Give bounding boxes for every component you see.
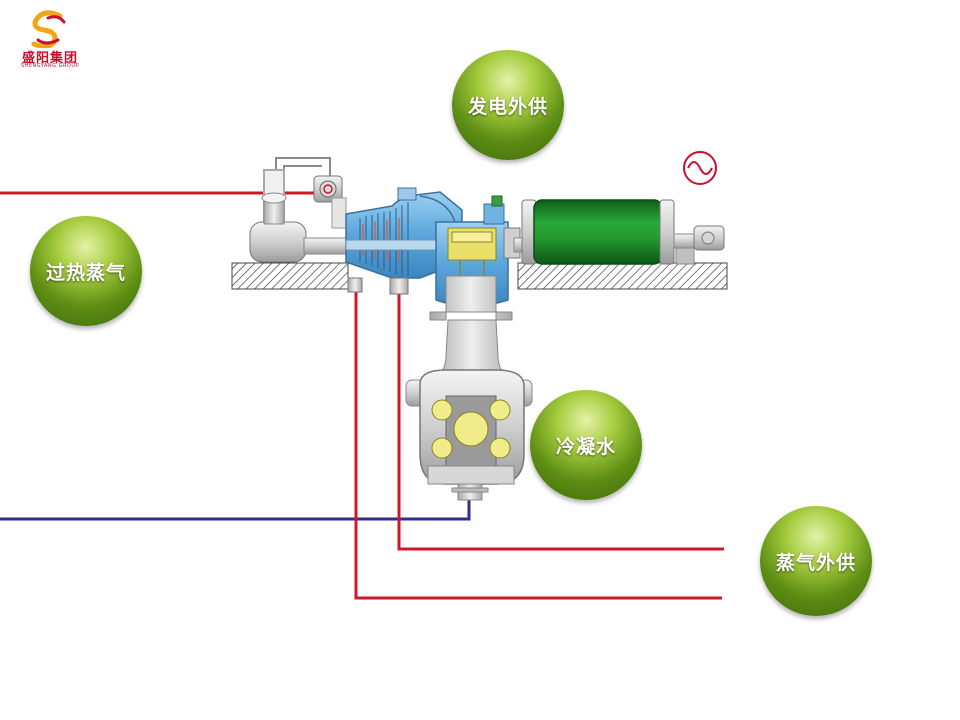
steam-export-pipe-upper xyxy=(397,293,724,551)
condensate-label: 冷凝水 xyxy=(530,390,642,500)
turbine-foundation xyxy=(231,262,349,290)
steam-export-text: 蒸气外供 xyxy=(775,551,856,574)
swirl-logo-icon xyxy=(31,10,66,50)
control-valve xyxy=(313,175,347,229)
superheated-steam-label: 过热蒸气 xyxy=(30,216,142,326)
power-export-label: 发电外供 xyxy=(452,50,564,160)
exhaust-neck xyxy=(429,275,515,381)
steam-chest xyxy=(249,192,307,263)
steam-export-label: 蒸气外供 xyxy=(760,506,872,616)
condensate-text: 冷凝水 xyxy=(555,435,616,458)
turbine-casing xyxy=(345,187,467,279)
generator xyxy=(521,199,725,265)
ac-sine-symbol-icon xyxy=(683,151,717,185)
generator-foundation xyxy=(517,262,728,290)
company-logo: 盛阳集团 SHENGYANG GROUP xyxy=(14,10,86,70)
company-subtitle: SHENGYANG GROUP xyxy=(20,63,80,69)
steam-export-pipe-lower xyxy=(354,291,722,600)
condenser xyxy=(405,369,533,501)
extraction-nozzle-1 xyxy=(347,277,363,293)
company-name: 盛阳集团 xyxy=(21,51,78,66)
condensate-return-pipe xyxy=(0,500,471,521)
superheated-steam-text: 过热蒸气 xyxy=(45,261,126,284)
extraction-nozzle-2 xyxy=(389,277,409,295)
power-export-text: 发电外供 xyxy=(467,95,548,118)
